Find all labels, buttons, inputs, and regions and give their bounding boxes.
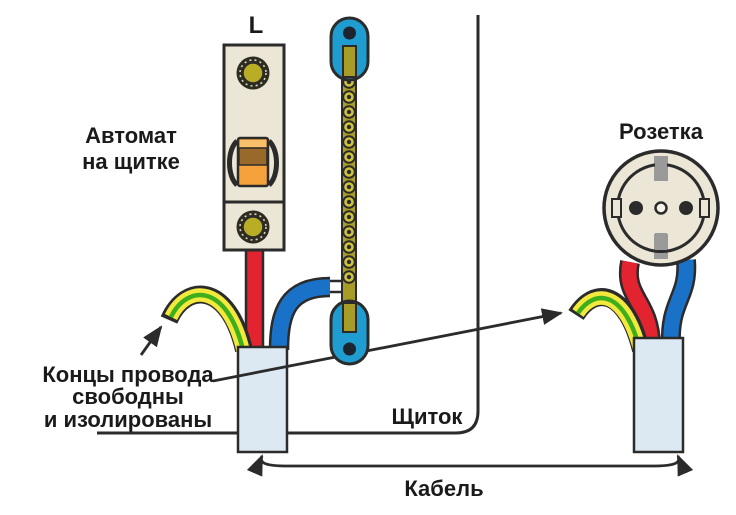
- breaker-terminal-top: [236, 56, 270, 90]
- chain-bottom-cap: [329, 299, 370, 366]
- chain-link: [342, 120, 356, 134]
- wire-ends-label-line3: и изолированы: [44, 407, 212, 432]
- chain-link: [342, 150, 356, 164]
- socket-pin-hole-left: [629, 201, 643, 215]
- chain-link: [342, 270, 356, 284]
- cable-block-right: [632, 336, 685, 454]
- socket-center-screw: [654, 201, 668, 215]
- cable-label: Кабель: [404, 476, 483, 501]
- toggle-arc-right: [267, 139, 279, 187]
- cable-span-arrow: [246, 454, 694, 477]
- note-arrow-long: [212, 308, 564, 383]
- chain-link: [342, 135, 356, 149]
- breaker-terminal-bottom: [236, 210, 270, 244]
- neutral-wire-blue-right: [660, 259, 697, 346]
- chain-link: [342, 240, 356, 254]
- toggle-band: [238, 147, 268, 166]
- chain-top-cap: [329, 16, 370, 82]
- chain-link: [342, 105, 356, 119]
- socket-notch-left: [611, 198, 622, 218]
- breaker-label-line1: Автомат: [85, 123, 177, 148]
- socket: [602, 149, 720, 267]
- chain-link: [342, 90, 356, 104]
- cap-hole-bottom: [343, 342, 356, 356]
- phase-marker-label: L: [249, 12, 264, 39]
- wire-ends-label-line2: свободны: [72, 384, 184, 409]
- socket-clip-inner-top: [655, 163, 667, 180]
- chain-link: [342, 165, 356, 179]
- cap-window-top: [342, 45, 357, 78]
- chain-link: [342, 180, 356, 194]
- toggle-highlight: [240, 140, 266, 147]
- ground-wire-right: [568, 288, 650, 353]
- socket-label: Розетка: [619, 119, 704, 144]
- panel-label: Щиток: [392, 404, 464, 429]
- toggle-arc-left: [227, 139, 239, 187]
- socket-notch-right: [699, 198, 710, 218]
- chain-link: [342, 195, 356, 209]
- chain-link: [342, 210, 356, 224]
- chain-link: [342, 255, 356, 269]
- cap-window-bottom: [342, 302, 357, 333]
- chain-link: [342, 225, 356, 239]
- cap-hole-top: [343, 26, 356, 40]
- neutral-wire-blue-left: [271, 279, 331, 351]
- breaker-toggle: [227, 136, 279, 188]
- wire-ends-label-line1: Концы провода: [42, 362, 214, 387]
- ground-wire-left: [160, 285, 253, 353]
- panel-boundary: [97, 15, 480, 435]
- socket-clip-inner-bottom: [655, 233, 667, 250]
- socket-pin-hole-right: [679, 201, 693, 215]
- note-arrow-short: [139, 325, 163, 356]
- cable-block-left: [236, 345, 289, 454]
- breaker-label-line2: на щитке: [82, 149, 180, 174]
- phase-wire-red-right: [618, 260, 661, 346]
